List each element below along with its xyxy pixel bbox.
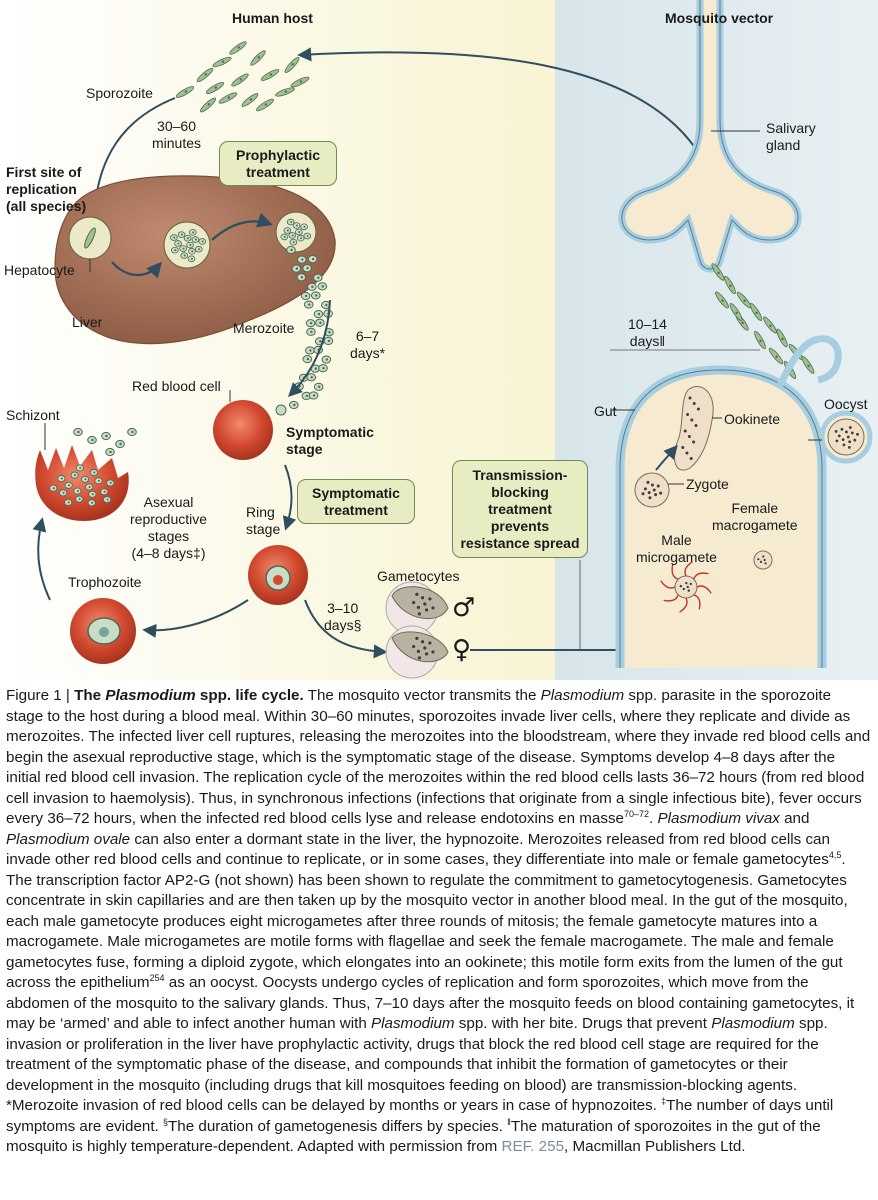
caption-run: . The transcription factor AP2-G (not sh… — [6, 851, 848, 991]
liver-label: Liver — [72, 314, 103, 330]
symptomatic-stage-label: Symptomatic stage — [286, 424, 374, 457]
host-heading: Human host — [232, 10, 313, 26]
female-gametocyte — [385, 625, 449, 679]
days-6-7-label: 6–7 days* — [350, 328, 386, 361]
merozoite-attaching — [275, 404, 287, 416]
caption-run: ‖ — [507, 1116, 511, 1127]
caption-run: Plasmodium vivax — [657, 810, 780, 827]
trophozoite-label: Trophozoite — [68, 574, 142, 590]
life-cycle-diagram — [0, 0, 878, 680]
days-10-14-label: 10–14 days‖ — [628, 316, 667, 349]
male-microgamete — [660, 561, 712, 613]
caption-run: 4,5 — [828, 849, 842, 860]
prophylactic-treatment-box: Prophylactic treatment — [219, 141, 337, 186]
caption-run: The maturation of sporozoites in the gut… — [6, 1117, 821, 1156]
sporozoite-label: Sporozoite — [86, 85, 153, 101]
caption-run: Plasmodium — [371, 1015, 455, 1032]
life-cycle-figure: Human host Mosquito vector Sporozoite 30… — [0, 0, 878, 680]
caption-run: Plasmodium ovale — [6, 830, 131, 848]
oocyst-label: Oocyst — [824, 396, 868, 412]
caption-run: Plasmodium — [711, 1015, 795, 1032]
caption-run: ‡ — [661, 1095, 667, 1106]
male-symbol: ♂ — [452, 593, 476, 623]
caption-run: REF. 255 — [501, 1138, 565, 1155]
vector-heading: Mosquito vector — [665, 10, 774, 26]
caption-run: and — [779, 810, 810, 827]
gametocytes-label: Gametocytes — [377, 568, 460, 584]
caption-run: The mosquito vector transmits the — [303, 687, 541, 704]
first-site-label: First site of replication (all species) — [6, 164, 87, 214]
transmission-blocking-box: Transmission- blocking treatment prevent… — [452, 460, 588, 558]
caption-run: spp. with her bite. Drugs that prevent — [454, 1015, 712, 1032]
caption-run: , Macmillan Publishers Ltd. — [564, 1138, 746, 1155]
schizont-label: Schizont — [6, 407, 60, 423]
red-blood-cell-label: Red blood cell — [132, 378, 221, 394]
sporozoite-in-hepatocyte — [84, 227, 96, 249]
caption-run: . — [649, 810, 658, 827]
time-30-60-label: 30–60 minutes — [152, 118, 202, 151]
caption-run: spp. invasion or proliferation in the li… — [6, 1015, 828, 1114]
zygote-label: Zygote — [686, 476, 729, 492]
days-3-10-label: 3–10 days§ — [324, 600, 362, 633]
bite-arrow — [297, 47, 701, 156]
male-gametocyte — [385, 581, 449, 635]
symptomatic-treatment-box: Symptomatic treatment — [297, 479, 415, 524]
caption-run: as an oocyst. Oocysts undergo cycles of … — [6, 974, 855, 1032]
female-macrogamete — [753, 550, 773, 570]
caption-run: 70–72 — [624, 808, 650, 819]
caption-run: The number of days until symptoms are ev… — [6, 1097, 834, 1135]
caption-body: The mosquito vector transmits the Plasmo… — [6, 687, 870, 1155]
female-symbol: ♀ — [452, 635, 472, 665]
red-blood-cell — [213, 400, 273, 460]
male-microgamete-label: Male microgamete — [636, 532, 717, 565]
caption-run: 254 — [149, 972, 165, 983]
figure-caption: Figure 1 | The Plasmodium spp. life cycl… — [6, 686, 872, 1158]
hepatocyte-label: Hepatocyte — [4, 262, 75, 278]
merozoite-label: Merozoite — [233, 320, 295, 336]
ookinete-label: Ookinete — [724, 411, 781, 427]
ookinete — [674, 386, 714, 471]
gut-label: Gut — [594, 403, 617, 419]
salivary-gland-label: Salivary gland — [766, 120, 816, 153]
caption-title: The Plasmodium spp. life cycle. — [74, 687, 304, 704]
caption-run: Plasmodium — [540, 687, 625, 704]
caption-run: spp. parasite in the sporozoite stage to… — [6, 687, 871, 827]
zygote — [634, 472, 670, 508]
ring-stage-label: Ring stage — [246, 504, 281, 537]
female-macrogamete-label: Female macrogamete — [712, 500, 798, 533]
caption-figure-number: Figure 1 | — [6, 687, 75, 704]
caption-run: The duration of gametogenesis differs by… — [168, 1117, 508, 1135]
caption-run: § — [163, 1116, 169, 1127]
caption-run: can also enter a dormant state in the li… — [6, 830, 830, 869]
asexual-stages-label: Asexual reproductive stages (4–8 days‡) — [130, 494, 208, 561]
